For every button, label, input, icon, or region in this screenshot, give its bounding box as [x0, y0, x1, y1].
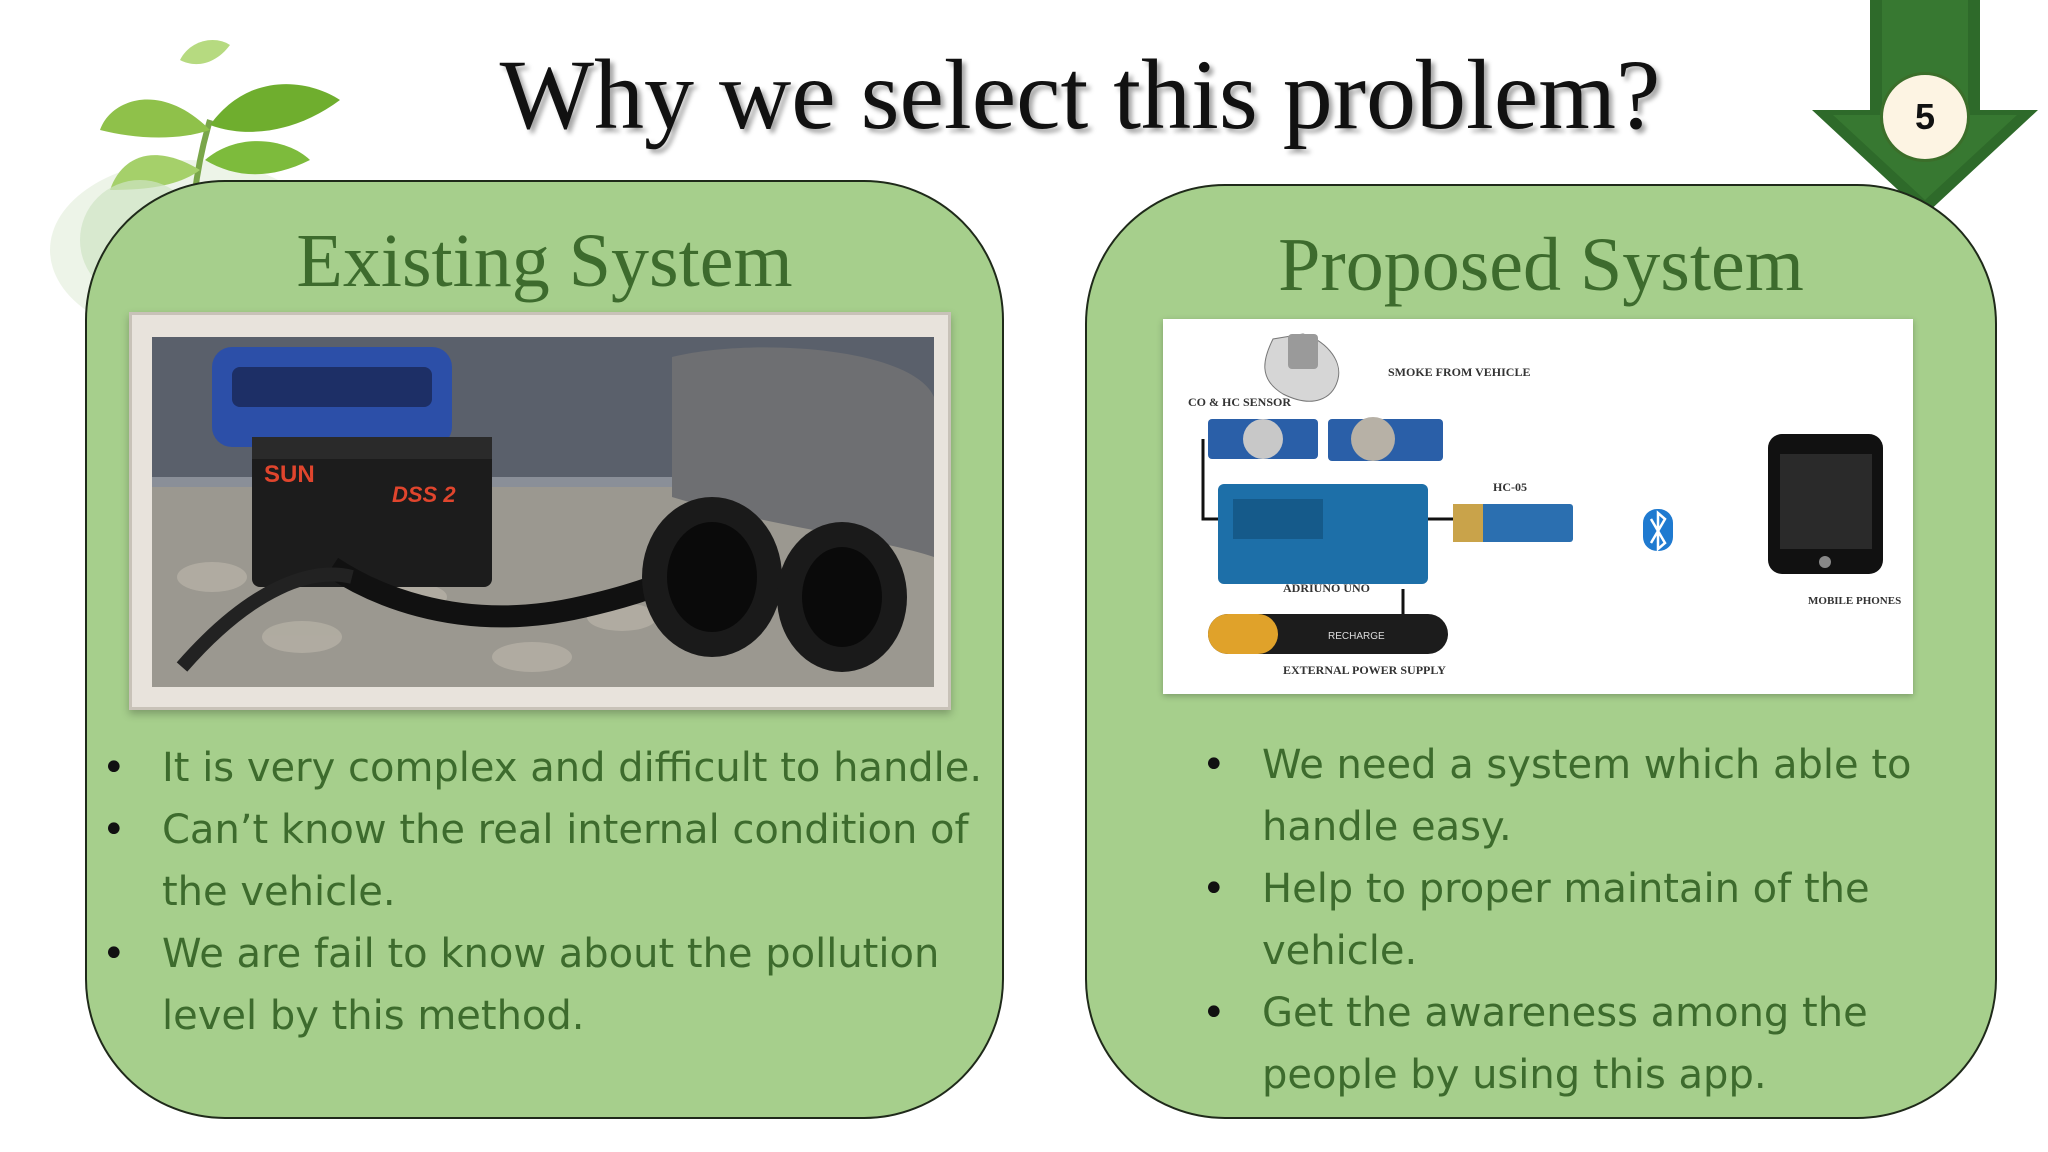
proposed-bullet-3: Get the awareness among the people by us… [1202, 982, 1922, 1106]
proposed-bullet-1: We need a system which able to handle ea… [1202, 734, 1922, 858]
slide-title: Why we select this problem? [499, 39, 1661, 150]
existing-bullet-1: It is very complex and difficult to hand… [102, 737, 1022, 799]
system-block-diagram: SMOKE FROM VEHICLE CO & HC SENSOR ADRIUN… [1163, 319, 1913, 694]
existing-system-panel: Existing System SUN DSS 2 [85, 180, 1004, 1119]
proposed-system-heading: Proposed System [1278, 223, 1804, 307]
tester-brand-label: SUN [264, 461, 315, 488]
emission-tester-photo: SUN DSS 2 [129, 312, 951, 710]
diagram-phones-label: MOBILE PHONES [1808, 595, 1901, 607]
diagram-module-label: HC-05 [1493, 480, 1527, 494]
existing-bullet-3: We are fail to know about the pollution … [102, 923, 1022, 1047]
existing-system-heading: Existing System [296, 219, 793, 303]
emission-tester-image: SUN DSS 2 [152, 337, 934, 687]
existing-bullet-2: Can’t know the real internal condition o… [102, 799, 1022, 923]
diagram-board-label: ADRIUNO UNO [1283, 581, 1370, 595]
diagram-smoke-label: SMOKE FROM VEHICLE [1388, 365, 1530, 379]
tester-model-label: DSS 2 [392, 482, 456, 507]
proposed-system-panel: Proposed System SMOKE FROM VEHICLE CO & … [1085, 184, 1997, 1119]
existing-system-bullets: It is very complex and difficult to hand… [102, 737, 1022, 1047]
proposed-system-diagram: SMOKE FROM VEHICLE CO & HC SENSOR ADRIUN… [1163, 319, 1913, 694]
diagram-sensor-label: CO & HC SENSOR [1188, 395, 1291, 409]
diagram-power-label: EXTERNAL POWER SUPPLY [1283, 663, 1446, 677]
proposed-system-bullets: We need a system which able to handle ea… [1202, 734, 1922, 1106]
diagram-battery-label: RECHARGE [1328, 631, 1385, 642]
proposed-bullet-2: Help to proper maintain of the vehicle. [1202, 858, 1922, 982]
page-number-badge: 5 [1880, 72, 1970, 162]
